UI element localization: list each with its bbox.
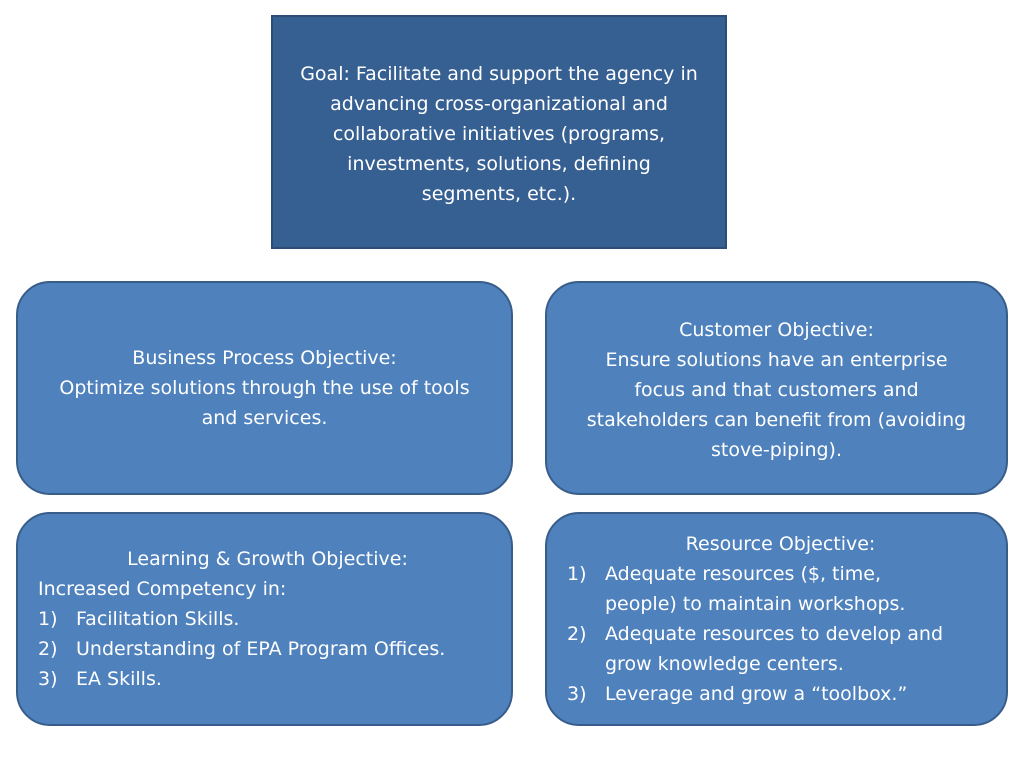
list-item-text: people) to maintain workshops. — [605, 593, 906, 615]
business-process-text-line: and services. — [201, 407, 328, 429]
learning-growth-title: Learning & Growth Objective: — [127, 548, 408, 570]
customer-text-line: Ensure solutions have an enterprise — [605, 349, 948, 371]
resource-list: 1) Adequate resources ($, time, people) … — [567, 559, 994, 709]
list-item-number: 3) — [567, 683, 587, 705]
list-item-number: 3) — [38, 668, 58, 690]
goal-text-line: advancing cross-organizational and — [330, 93, 668, 115]
list-item-number: 1) — [567, 563, 587, 585]
list-item-text: Adequate resources to develop and — [605, 623, 944, 645]
list-item: 2) Adequate resources to develop and gro… — [567, 619, 994, 679]
list-item: 2) Understanding of EPA Program Offices. — [38, 634, 497, 664]
customer-text-line: stove-piping). — [711, 439, 842, 461]
list-item: 3) Leverage and grow a “toolbox.” — [567, 679, 994, 709]
learning-growth-intro: Increased Competency in: — [38, 578, 287, 600]
customer-text-line: stakeholders can benefit from (avoiding — [586, 409, 967, 431]
list-item: 1) Facilitation Skills. — [38, 604, 497, 634]
list-item-text: Leverage and grow a “toolbox.” — [605, 683, 908, 705]
list-item-number: 2) — [567, 623, 587, 645]
resource-title: Resource Objective: — [685, 533, 876, 555]
goal-text-line: Goal: Facilitate and support the agency … — [300, 63, 698, 85]
list-item-number: 2) — [38, 638, 58, 660]
business-process-title: Business Process Objective: — [132, 347, 397, 369]
list-item-text: EA Skills. — [76, 668, 162, 690]
resource-objective-box: Resource Objective: 1) Adequate resource… — [545, 512, 1008, 726]
goal-text-line: investments, solutions, defining — [347, 153, 651, 175]
customer-title: Customer Objective: — [679, 319, 874, 341]
list-item-number: 1) — [38, 608, 58, 630]
list-item-text: Understanding of EPA Program Offices. — [76, 638, 446, 660]
list-item: 3) EA Skills. — [38, 664, 497, 694]
learning-growth-objective-box: Learning & Growth Objective: Increased C… — [16, 512, 513, 726]
list-item-text: Adequate resources ($, time, — [605, 563, 882, 585]
list-item-text: Facilitation Skills. — [76, 608, 240, 630]
business-process-text-line: Optimize solutions through the use of to… — [59, 377, 470, 399]
goal-text-line: segments, etc.). — [421, 183, 577, 205]
business-process-objective-box: Business Process Objective: Optimize sol… — [16, 281, 513, 495]
customer-objective-box: Customer Objective: Ensure solutions hav… — [545, 281, 1008, 495]
customer-text-line: focus and that customers and — [634, 379, 919, 401]
goal-box: Goal: Facilitate and support the agency … — [271, 15, 727, 249]
list-item: 1) Adequate resources ($, time, people) … — [567, 559, 994, 619]
goal-text-line: collaborative initiatives (programs, — [332, 123, 666, 145]
learning-growth-list: 1) Facilitation Skills. 2) Understanding… — [38, 604, 497, 694]
list-item-text: grow knowledge centers. — [605, 653, 844, 675]
